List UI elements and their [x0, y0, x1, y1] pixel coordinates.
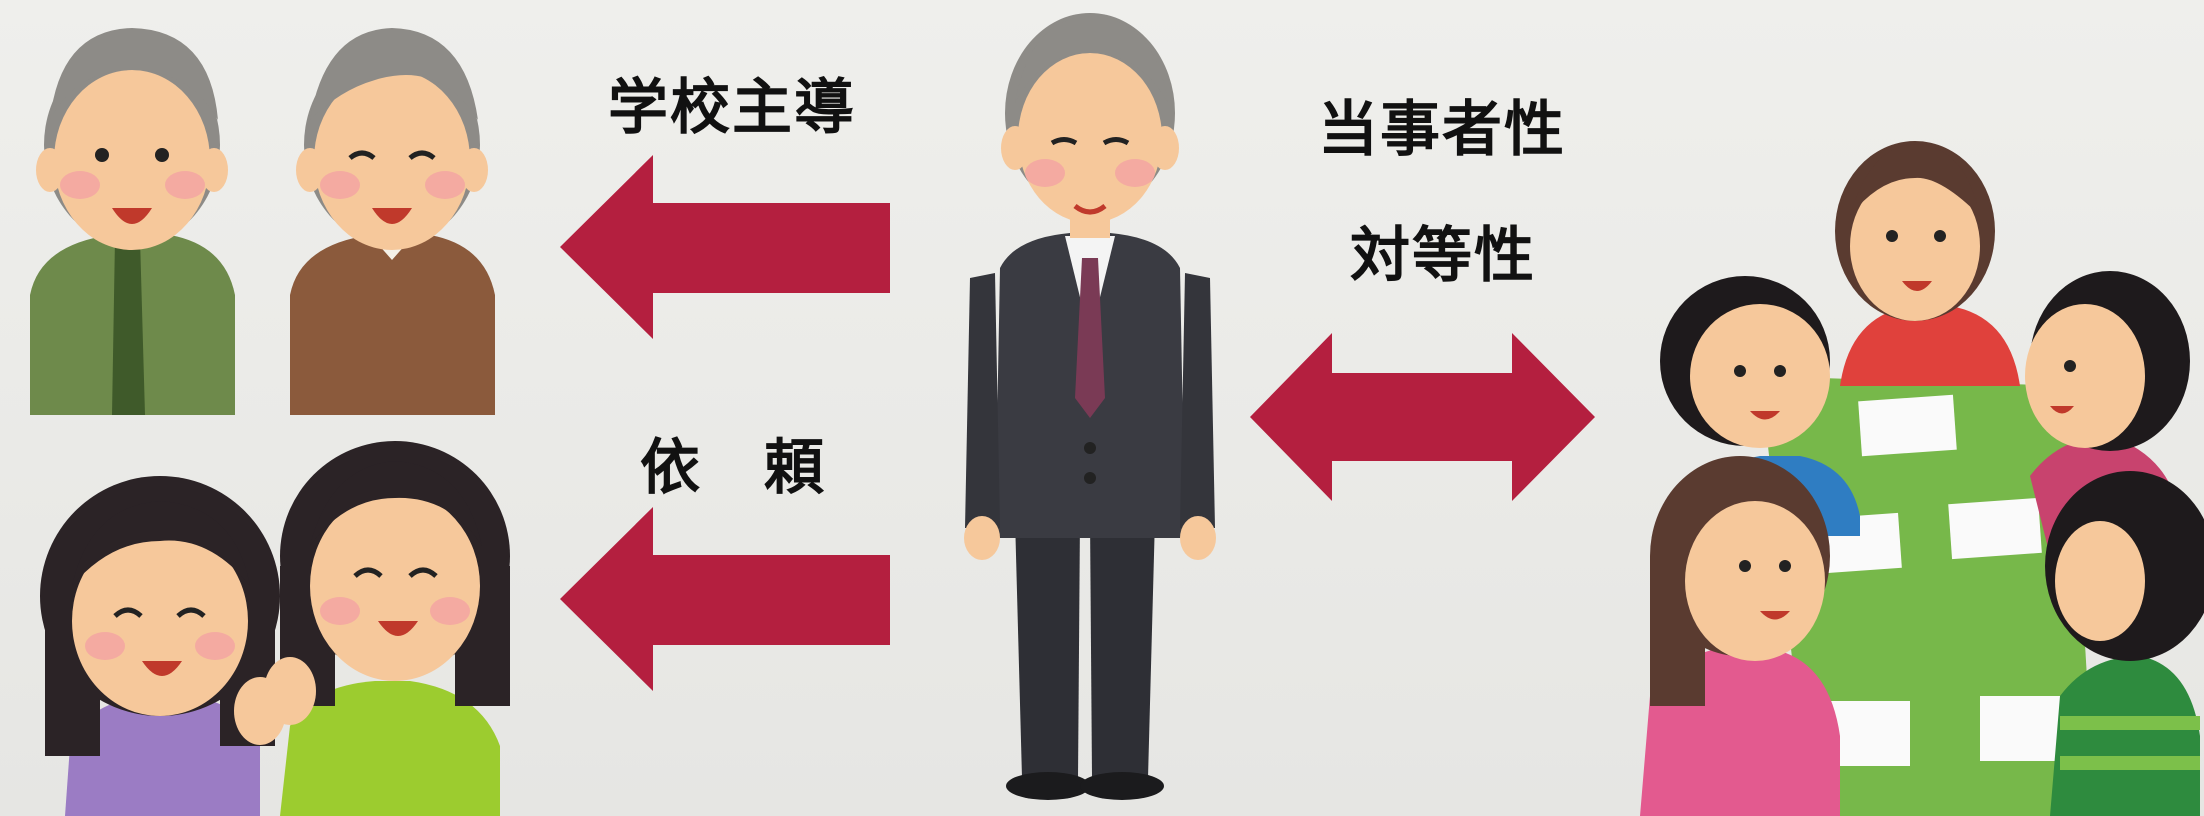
arrow-left-bottom — [560, 507, 890, 691]
woman-right-green — [264, 441, 510, 816]
arrow-left-top-shape — [560, 155, 890, 339]
label-request: 依 頼 — [640, 433, 826, 503]
woman-left-purple — [40, 476, 286, 816]
old-man-left — [30, 28, 235, 415]
old-woman-right — [290, 28, 495, 415]
elderly-couple-illustration — [30, 28, 495, 415]
person-top-red — [1835, 141, 2020, 386]
arrow-left-top — [560, 155, 890, 339]
label-ownership: 当事者性 — [1318, 95, 1566, 165]
meeting-group-illustration — [1640, 141, 2204, 816]
label-school-led: 学校主導 — [608, 73, 856, 143]
man-in-suit-illustration — [964, 13, 1216, 800]
person-bottom-right-green — [2045, 471, 2204, 816]
two-women-illustration — [40, 441, 510, 816]
arrow-double-shape — [1250, 333, 1595, 501]
person-bottom-left-pink — [1640, 456, 1840, 816]
label-equality: 対等性 — [1350, 221, 1536, 291]
arrow-double — [1250, 333, 1595, 501]
arrow-left-bottom-shape — [560, 507, 890, 691]
